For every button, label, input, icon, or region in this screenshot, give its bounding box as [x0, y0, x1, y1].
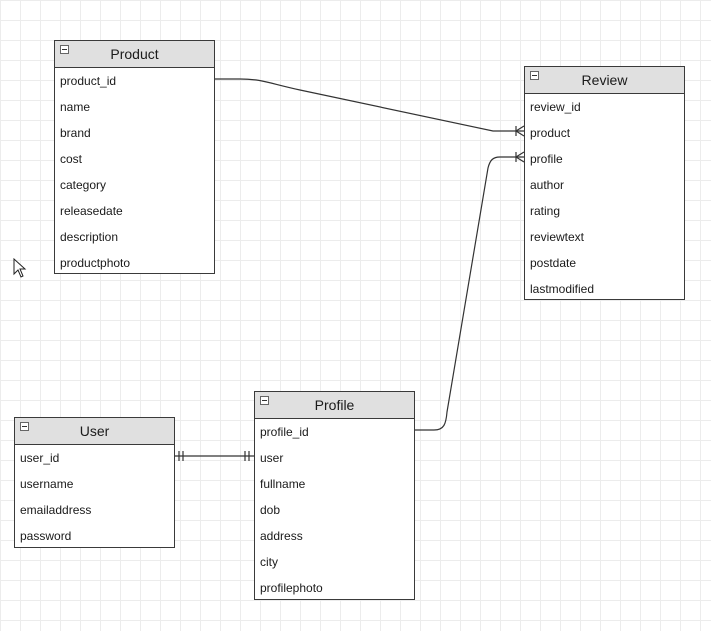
entity-review[interactable]: Review review_id product profile author …: [524, 66, 685, 300]
field-list: review_id product profile author rating …: [525, 94, 684, 302]
entity-title: User: [79, 423, 110, 439]
crows-foot-product-review: [515, 125, 525, 137]
field-row[interactable]: category: [60, 178, 107, 192]
field-row[interactable]: rating: [530, 204, 561, 218]
entity-header[interactable]: Profile: [255, 392, 414, 419]
field-row[interactable]: description: [60, 230, 119, 244]
field-row[interactable]: fullname: [260, 477, 306, 491]
field-list: user_id username emailaddress password: [15, 445, 174, 549]
field-list: product_id name brand cost category rele…: [55, 68, 214, 276]
collapse-icon[interactable]: [530, 71, 539, 80]
field-row[interactable]: user_id: [20, 451, 60, 465]
field-row[interactable]: product_id: [60, 74, 117, 88]
field-row[interactable]: lastmodified: [530, 282, 595, 296]
entity-title: Review: [581, 72, 628, 88]
entity-header[interactable]: Product: [55, 41, 214, 68]
relationship-product-review[interactable]: [214, 78, 524, 132]
field-row[interactable]: password: [20, 529, 72, 543]
field-row[interactable]: profile_id: [260, 425, 309, 439]
field-row[interactable]: productphoto: [60, 256, 131, 270]
field-row[interactable]: user: [260, 451, 284, 465]
entity-profile[interactable]: Profile profile_id user fullname dob add…: [254, 391, 415, 600]
field-row[interactable]: profile: [530, 152, 563, 166]
relationship-profile-review[interactable]: [414, 156, 524, 431]
field-row[interactable]: profilephoto: [260, 581, 323, 595]
entity-product[interactable]: Product product_id name brand cost categ…: [54, 40, 215, 274]
field-row[interactable]: product: [530, 126, 571, 140]
entity-header[interactable]: Review: [525, 67, 684, 94]
crows-foot-profile-review: [515, 151, 525, 163]
field-row[interactable]: dob: [260, 503, 281, 517]
field-row[interactable]: releasedate: [60, 204, 123, 218]
field-row[interactable]: emailaddress: [20, 503, 92, 517]
one-mark-user-end: [178, 451, 184, 461]
collapse-icon[interactable]: [60, 45, 69, 54]
field-list: profile_id user fullname dob address cit…: [255, 419, 414, 601]
field-row[interactable]: cost: [60, 152, 83, 166]
field-row[interactable]: city: [260, 555, 278, 569]
field-row[interactable]: name: [60, 100, 91, 114]
field-row[interactable]: postdate: [530, 256, 577, 270]
entity-header[interactable]: User: [15, 418, 174, 445]
collapse-icon[interactable]: [20, 422, 29, 431]
field-row[interactable]: brand: [60, 126, 91, 140]
field-row[interactable]: address: [260, 529, 303, 543]
field-row[interactable]: reviewtext: [530, 230, 585, 244]
field-row[interactable]: username: [20, 477, 74, 491]
collapse-icon[interactable]: [260, 396, 269, 405]
field-row[interactable]: review_id: [530, 100, 581, 114]
entity-user[interactable]: User user_id username emailaddress passw…: [14, 417, 175, 548]
mouse-pointer-icon: [13, 258, 27, 278]
entity-title: Profile: [314, 397, 355, 413]
field-row[interactable]: author: [530, 178, 565, 192]
one-mark-profile-end: [244, 451, 250, 461]
entity-title: Product: [110, 46, 159, 62]
